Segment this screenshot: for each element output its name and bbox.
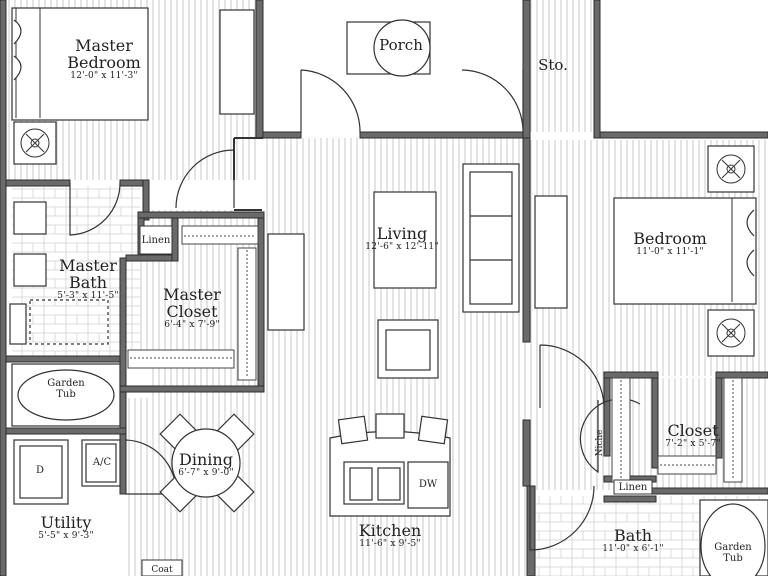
kitchen-name: Kitchen (358, 521, 422, 540)
master-closet-name-2: Closet (166, 301, 218, 321)
garden-tub-left-line2: Tub (56, 389, 76, 400)
coat-closet (141, 559, 183, 576)
storage-floor (530, 0, 598, 132)
dishwasher-label: DW (418, 479, 438, 490)
master-closet-dims: 6'-4" x 7'-9" (164, 319, 220, 330)
coat-label: Coat (151, 565, 173, 575)
tv-console (267, 233, 305, 331)
dining-set (159, 413, 255, 513)
garden-tub-right-label: Garden Tub (711, 542, 755, 564)
master-bedroom-name-1: Master (75, 36, 133, 55)
utility-name: Utility (40, 513, 92, 532)
garden-tub-right (699, 499, 768, 576)
dining-dims: 6'-7" x 9'-0" (178, 467, 234, 478)
garden-tub-left-label: Garden Tub (44, 378, 88, 400)
kitchen-label: Kitchen 11'-6" x 9'-5" (348, 521, 432, 549)
utility-appliances (13, 439, 121, 505)
master-bath-label: Master Bath 5'-3" x 11'-5" (48, 256, 128, 301)
master-nightstand (13, 121, 57, 165)
bath-name: Bath (613, 526, 653, 545)
bath-label: Bath 11'-0" x 6'-1" (598, 526, 668, 554)
master-bath-dims: 5'-3" x 11'-5" (57, 290, 119, 301)
niche-label: Niche (595, 429, 606, 457)
closet-name: Closet (667, 421, 719, 440)
garden-tub-right-line1: Garden (714, 542, 752, 553)
master-closet-rods (127, 225, 259, 381)
bedroom-nightstand-top (707, 145, 755, 193)
bedroom-name: Bedroom (633, 229, 707, 248)
linen-master-shelf (139, 225, 173, 255)
dryer-label: D (35, 465, 45, 476)
linen-hall-label: Linen (618, 482, 648, 493)
master-dresser (219, 9, 255, 115)
utility-dims: 5'-5" x 9'-3" (38, 530, 94, 541)
garden-tub-left-line1: Garden (47, 378, 85, 389)
bedroom-dresser (534, 195, 568, 309)
closet-label: Closet 7'-2" x 5'-7" (658, 421, 728, 449)
armchair (377, 319, 439, 379)
kitchen-island (329, 413, 451, 517)
master-bath-name-1: Master (59, 256, 117, 275)
coffee-table (373, 191, 437, 289)
master-bedroom-label: Master Bedroom 12'-0" x 11'-3" (62, 36, 146, 81)
linen-master-label: Linen (141, 235, 171, 246)
door-swings (69, 69, 641, 551)
dining-label: Dining 6'-7" x 9'-0" (170, 450, 242, 478)
living-dims: 12'-6" x 12'-11" (365, 241, 439, 252)
bedroom-nightstand-bottom (707, 309, 755, 357)
ac-label: A/C (92, 457, 112, 468)
kitchen-dims: 11'-6" x 9'-5" (359, 538, 421, 549)
bedroom-hall-floor (530, 370, 610, 490)
utility-label: Utility 5'-5" x 9'-3" (30, 513, 102, 541)
master-bedroom-name-2: Bedroom (67, 52, 141, 72)
master-bath-name-2: Bath (68, 272, 108, 292)
master-bedroom-dims: 12'-0" x 11'-3" (70, 70, 138, 81)
bedroom-bed (613, 197, 757, 305)
living-sofa (462, 163, 520, 313)
bath-dims: 11'-0" x 6'-1" (602, 543, 664, 554)
master-bath-vanity (9, 201, 109, 345)
linen-hall-shelf (613, 479, 653, 495)
living-label: Living 12'-6" x 12'-11" (362, 224, 442, 252)
dining-name: Dining (179, 450, 233, 469)
porch-label: Porch (379, 36, 423, 54)
garden-tub-right-line2: Tub (723, 553, 743, 564)
living-name: Living (376, 224, 428, 243)
master-closet-name-1: Master (163, 285, 221, 304)
master-closet-label: Master Closet 6'-4" x 7'-9" (152, 285, 232, 330)
bedroom-label: Bedroom 11'-0" x 11'-1" (620, 229, 720, 257)
garden-tub-left (11, 363, 121, 427)
porch-table (346, 19, 431, 77)
bedroom-dims: 11'-0" x 11'-1" (636, 246, 704, 257)
storage-label: Sto. (538, 56, 568, 74)
master-bed (11, 7, 149, 121)
closet-rods (611, 377, 743, 483)
closet-dims: 7'-2" x 5'-7" (665, 438, 721, 449)
